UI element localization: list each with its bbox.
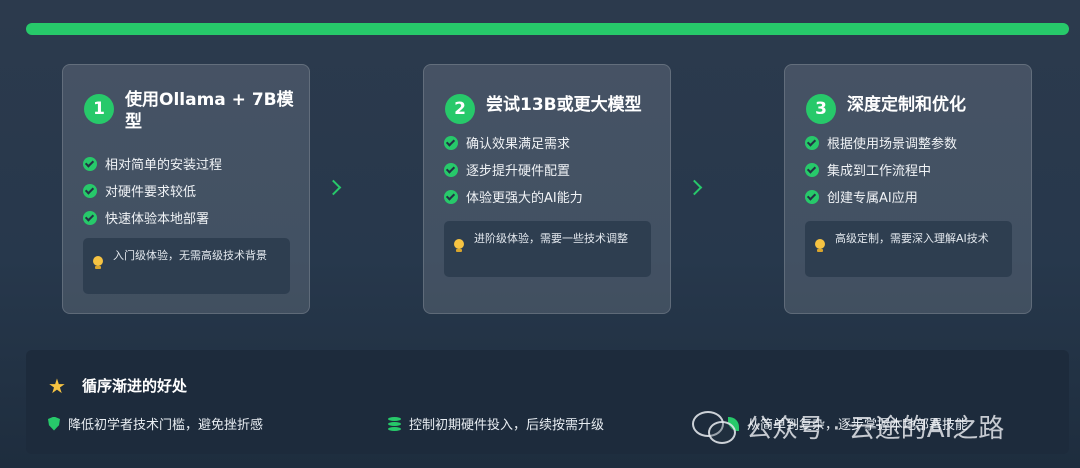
step-card-2: 2 尝试13B或更大模型 确认效果满足需求 逐步提升硬件配置 体验更强大的AI能… xyxy=(423,64,671,314)
check-circle-icon xyxy=(444,135,458,150)
list-item: 快速体验本地部署 xyxy=(83,204,222,231)
benefits-title: 循序渐进的好处 xyxy=(82,377,188,395)
check-circle-icon xyxy=(805,189,819,204)
benefit-item: 从简单到复杂，逐步掌握本地部署技能 xyxy=(728,414,968,433)
tip-text: 进阶级体验，需要一些技术调整 xyxy=(474,232,628,245)
list-item: 对硬件要求较低 xyxy=(83,177,222,204)
list-item: 逐步提升硬件配置 xyxy=(444,156,583,183)
tip-box: 入门级体验，无需高级技术背景 xyxy=(83,238,290,294)
list-item-label: 创建专属AI应用 xyxy=(827,191,918,206)
chevron-right-icon xyxy=(686,179,703,196)
benefit-text: 控制初期硬件投入，后续按需升级 xyxy=(409,418,605,433)
list-item: 根据使用场景调整参数 xyxy=(805,129,957,156)
lightbulb-icon xyxy=(93,256,103,269)
list-item: 体验更强大的AI能力 xyxy=(444,183,583,210)
step-number-badge: 1 xyxy=(84,94,114,124)
tip-box: 进阶级体验，需要一些技术调整 xyxy=(444,221,651,277)
list-item-label: 体验更强大的AI能力 xyxy=(466,191,583,206)
benefits-panel: ★ 循序渐进的好处 降低初学者技术门槛，避免挫折感 控制初期硬件投入，后续按需升… xyxy=(26,350,1069,454)
step-card-1: 1 使用Ollama + 7B模型 相对简单的安装过程 对硬件要求较低 快速体验… xyxy=(62,64,310,314)
star-icon: ★ xyxy=(48,374,66,398)
leaf-icon xyxy=(728,416,739,431)
check-circle-icon xyxy=(83,183,97,198)
check-circle-icon xyxy=(805,162,819,177)
list-item: 集成到工作流程中 xyxy=(805,156,957,183)
list-item-label: 集成到工作流程中 xyxy=(827,164,932,179)
check-circle-icon xyxy=(83,156,97,171)
lightbulb-icon xyxy=(815,239,825,252)
step-number-badge: 3 xyxy=(806,94,836,124)
list-item: 创建专属AI应用 xyxy=(805,183,957,210)
lightbulb-icon xyxy=(454,239,464,252)
list-item-label: 对硬件要求较低 xyxy=(105,185,197,200)
step-title: 深度定制和优化 xyxy=(847,95,966,115)
tip-text: 入门级体验，无需高级技术背景 xyxy=(113,249,267,262)
step-title: 使用Ollama + 7B模型 xyxy=(125,90,294,132)
list-item-label: 确认效果满足需求 xyxy=(466,137,571,152)
benefit-text: 降低初学者技术门槛，避免挫折感 xyxy=(68,418,264,433)
list-item: 相对简单的安装过程 xyxy=(83,150,222,177)
tip-box: 高级定制，需要深入理解AI技术 xyxy=(805,221,1012,277)
step-item-list: 确认效果满足需求 逐步提升硬件配置 体验更强大的AI能力 xyxy=(444,129,583,210)
check-circle-icon xyxy=(83,210,97,225)
progress-bar xyxy=(26,23,1069,35)
list-item-label: 根据使用场景调整参数 xyxy=(827,137,958,152)
step-item-list: 相对简单的安装过程 对硬件要求较低 快速体验本地部署 xyxy=(83,150,222,231)
step-item-list: 根据使用场景调整参数 集成到工作流程中 创建专属AI应用 xyxy=(805,129,957,210)
benefit-item: 降低初学者技术门槛，避免挫折感 xyxy=(48,414,263,433)
list-item-label: 快速体验本地部署 xyxy=(105,212,210,227)
check-circle-icon xyxy=(805,135,819,150)
list-item: 确认效果满足需求 xyxy=(444,129,583,156)
check-circle-icon xyxy=(444,189,458,204)
tip-text: 高级定制，需要深入理解AI技术 xyxy=(835,232,989,245)
benefit-item: 控制初期硬件投入，后续按需升级 xyxy=(388,414,604,433)
list-item-label: 相对简单的安装过程 xyxy=(105,158,223,173)
coins-icon xyxy=(388,416,401,431)
list-item-label: 逐步提升硬件配置 xyxy=(466,164,571,179)
step-number-badge: 2 xyxy=(445,94,475,124)
step-title: 尝试13B或更大模型 xyxy=(486,95,642,115)
step-card-3: 3 深度定制和优化 根据使用场景调整参数 集成到工作流程中 创建专属AI应用 高… xyxy=(784,64,1032,314)
check-circle-icon xyxy=(444,162,458,177)
chevron-right-icon xyxy=(325,179,342,196)
benefit-text: 从简单到复杂，逐步掌握本地部署技能 xyxy=(747,418,969,433)
shield-icon xyxy=(48,416,60,431)
